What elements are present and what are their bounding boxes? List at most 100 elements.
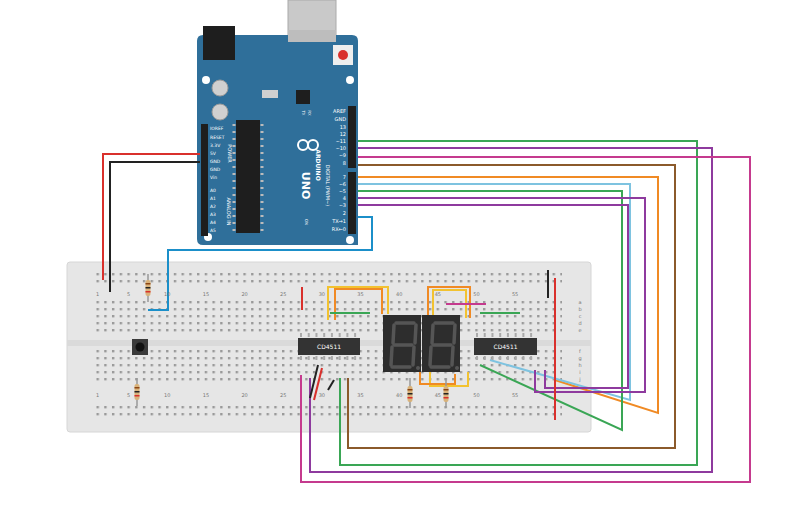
pin-label: AREF <box>333 109 346 114</box>
wire <box>310 148 712 472</box>
board-brand: ARDUINO <box>315 149 321 180</box>
mounting-hole <box>346 76 354 84</box>
column-number: 10 <box>164 393 170 398</box>
row-letter: h <box>578 363 581 368</box>
wire <box>358 191 622 430</box>
column-number: 15 <box>203 393 209 398</box>
jumper-wire <box>547 270 549 298</box>
mounting-hole <box>346 236 354 244</box>
pin-label: ~5 <box>339 189 346 194</box>
wire <box>358 198 645 392</box>
resistor-symbol <box>135 378 140 406</box>
jumper-wire <box>301 287 303 310</box>
row-letter: g <box>578 356 581 361</box>
pin-label: A4 <box>210 221 216 226</box>
column-number: 50 <box>473 393 479 398</box>
column-number: 30 <box>319 393 325 398</box>
chip-legs <box>300 333 360 337</box>
column-number: 25 <box>280 292 286 297</box>
crystal <box>262 90 278 98</box>
led-label: RX <box>307 110 311 116</box>
column-number: 45 <box>435 393 441 398</box>
wire <box>348 165 675 448</box>
column-number: 50 <box>473 292 479 297</box>
power-jack <box>203 26 235 60</box>
pin-label: A3 <box>210 213 216 218</box>
mounting-hole <box>202 76 210 84</box>
microcontroller <box>236 120 260 233</box>
terminal-holes <box>96 350 562 385</box>
pin-label: A2 <box>210 205 216 210</box>
display-segments <box>391 323 455 367</box>
push-button <box>136 343 145 352</box>
column-number: 55 <box>512 292 518 297</box>
jumper-wire <box>554 278 556 420</box>
wire <box>358 205 628 388</box>
chip-legs <box>261 124 264 231</box>
resistor-symbol <box>444 378 449 408</box>
column-number: 20 <box>241 292 247 297</box>
wire <box>301 157 750 482</box>
pin-label: 12 <box>340 132 346 137</box>
row-letter: e <box>578 328 581 333</box>
capacitor <box>212 80 228 96</box>
logo-symbol <box>308 140 318 150</box>
pin-label: 7 <box>343 175 346 180</box>
row-letter: b <box>578 307 581 312</box>
resistor-symbol <box>408 378 413 408</box>
pin-header <box>348 172 356 234</box>
logo-symbol <box>298 140 308 150</box>
jumper-wire <box>428 287 470 318</box>
led-label: ON <box>304 219 308 225</box>
row-letter: j <box>579 377 580 382</box>
breadboard <box>67 262 591 432</box>
column-number: 35 <box>357 292 363 297</box>
led-label: TX <box>301 110 305 115</box>
pin-label: GND <box>210 160 220 165</box>
pin-header <box>201 124 208 236</box>
pin-label: ~3 <box>339 203 346 208</box>
jumper-wire <box>420 372 455 384</box>
resistor-symbol <box>146 274 151 302</box>
chip-legs <box>476 333 537 337</box>
column-number: 40 <box>396 393 402 398</box>
jumper-wire <box>328 380 334 390</box>
pin-label: TX→1 <box>332 219 346 224</box>
decimal-point <box>416 366 420 370</box>
pin-label: 8 <box>343 161 346 166</box>
pin-label: A0 <box>210 189 216 194</box>
jumper-wire <box>480 312 520 314</box>
board-model: UNO <box>301 171 312 199</box>
chip-label: CD4511 <box>493 344 517 350</box>
pin-label: RESET <box>210 136 224 141</box>
arduino-board: ARDUINOUNO <box>197 35 358 245</box>
chip-label: CD4511 <box>317 344 341 350</box>
chip-legs <box>233 124 236 231</box>
column-number: 1 <box>96 292 99 297</box>
column-number: 5 <box>127 393 130 398</box>
jumper-wire <box>446 303 486 305</box>
wire <box>148 217 372 310</box>
pin-label: RX←0 <box>332 227 346 232</box>
jumper-wire <box>310 365 318 398</box>
column-number: 10 <box>164 292 170 297</box>
pin-label: ~9 <box>339 153 346 158</box>
pin-label: 5V <box>210 152 216 157</box>
power-rail-holes <box>96 270 562 284</box>
pin-label: ~6 <box>339 182 346 187</box>
column-number: 1 <box>96 393 99 398</box>
pin-label: IOREF <box>210 127 223 132</box>
capacitor <box>212 104 228 120</box>
wire <box>358 184 630 400</box>
pin-label: 2 <box>343 211 346 216</box>
row-letter: c <box>579 314 582 319</box>
pin-label: A1 <box>210 197 216 202</box>
column-number: 30 <box>319 292 325 297</box>
header-label: ANALOG IN <box>227 197 232 225</box>
seven-segment-display <box>383 315 421 372</box>
jumper-wire <box>328 287 388 320</box>
column-number: 55 <box>512 393 518 398</box>
column-number: 20 <box>241 393 247 398</box>
pin-label: Vin <box>210 176 217 181</box>
